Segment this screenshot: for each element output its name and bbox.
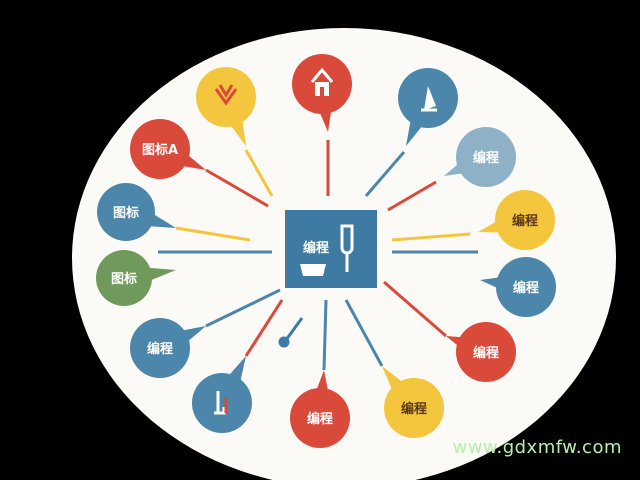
bubble-bottom-left xyxy=(192,373,252,433)
bubble-circle-right-3 xyxy=(496,257,556,317)
bubble-bottom: 编程 xyxy=(290,388,350,448)
connector-lines xyxy=(158,140,478,371)
bubble-label-right-1: 编程 xyxy=(473,150,499,166)
bubble-circle-bottom-left xyxy=(192,373,252,433)
bubble-upper-right xyxy=(398,68,458,128)
bubble-label-right-4: 编程 xyxy=(473,345,499,361)
bubble-circle-right-2 xyxy=(495,190,555,250)
bubble-label-left-3: 图标 xyxy=(111,271,137,287)
connector-line-right-1 xyxy=(387,180,437,212)
connector-line-left-1 xyxy=(205,168,269,208)
connector-line-bottom xyxy=(322,299,328,371)
bubble-circle-left-4 xyxy=(130,318,190,378)
bubble-circle-left-3 xyxy=(96,250,152,306)
bubble-right-2: 编程 xyxy=(495,190,555,250)
chevron-icon xyxy=(214,84,238,106)
flag-icon xyxy=(421,86,437,112)
bubble-label-left-2: 图标 xyxy=(113,205,139,221)
connector-line-left-2 xyxy=(175,226,251,242)
watermark: www.gdxmfw.com xyxy=(452,437,622,458)
tool-icon xyxy=(214,391,228,415)
connector-line-right-4 xyxy=(383,280,447,338)
connector-line-bottom-right xyxy=(344,299,384,367)
bubble-circle-right-1 xyxy=(456,127,516,187)
bubble-left-2: 图标 xyxy=(97,183,155,241)
bubble-right-4: 编程 xyxy=(456,322,516,382)
bubble-right-3: 编程 xyxy=(496,257,556,317)
bubble-left-4: 编程 xyxy=(130,318,190,378)
hub-label: 编程 xyxy=(303,240,329,256)
bubble-label-right-3: 编程 xyxy=(513,280,539,296)
bubble-group: 图标A编程图标编程图标编程编程编程编程编程 xyxy=(96,54,556,448)
connector-line-upper-right xyxy=(364,151,406,197)
bubble-label-left-1: 图标A xyxy=(142,142,178,158)
small-tool-icon xyxy=(278,317,304,348)
bubble-label-left-4: 编程 xyxy=(147,341,173,357)
bubble-label-right-2: 编程 xyxy=(512,213,538,229)
bubble-label-bottom-right: 编程 xyxy=(401,401,427,417)
bubble-circle-bottom-right xyxy=(384,378,444,438)
connector-line-right-2 xyxy=(391,232,471,242)
bubble-upper-left xyxy=(196,67,256,127)
hub-cup-icon xyxy=(300,264,326,276)
house-icon xyxy=(310,67,334,96)
connector-line-bottom-left xyxy=(244,299,284,357)
bubble-left-1: 图标A xyxy=(130,119,190,179)
bubble-circle-bottom xyxy=(290,388,350,448)
bubble-left-3: 图标 xyxy=(96,250,152,306)
bubble-circle-right-4 xyxy=(456,322,516,382)
connector-line-upper-left xyxy=(244,149,274,197)
bubble-bottom-right: 编程 xyxy=(384,378,444,438)
hub-box: 编程 xyxy=(285,210,377,288)
connector-line-left-4 xyxy=(205,288,281,328)
bubble-circle-left-2 xyxy=(97,183,155,241)
bubble-top xyxy=(292,54,352,114)
bubble-right-1: 编程 xyxy=(456,127,516,187)
bubble-circle-left-1 xyxy=(130,119,190,179)
bubble-label-bottom: 编程 xyxy=(307,411,333,427)
pen-tool-icon xyxy=(340,224,354,272)
